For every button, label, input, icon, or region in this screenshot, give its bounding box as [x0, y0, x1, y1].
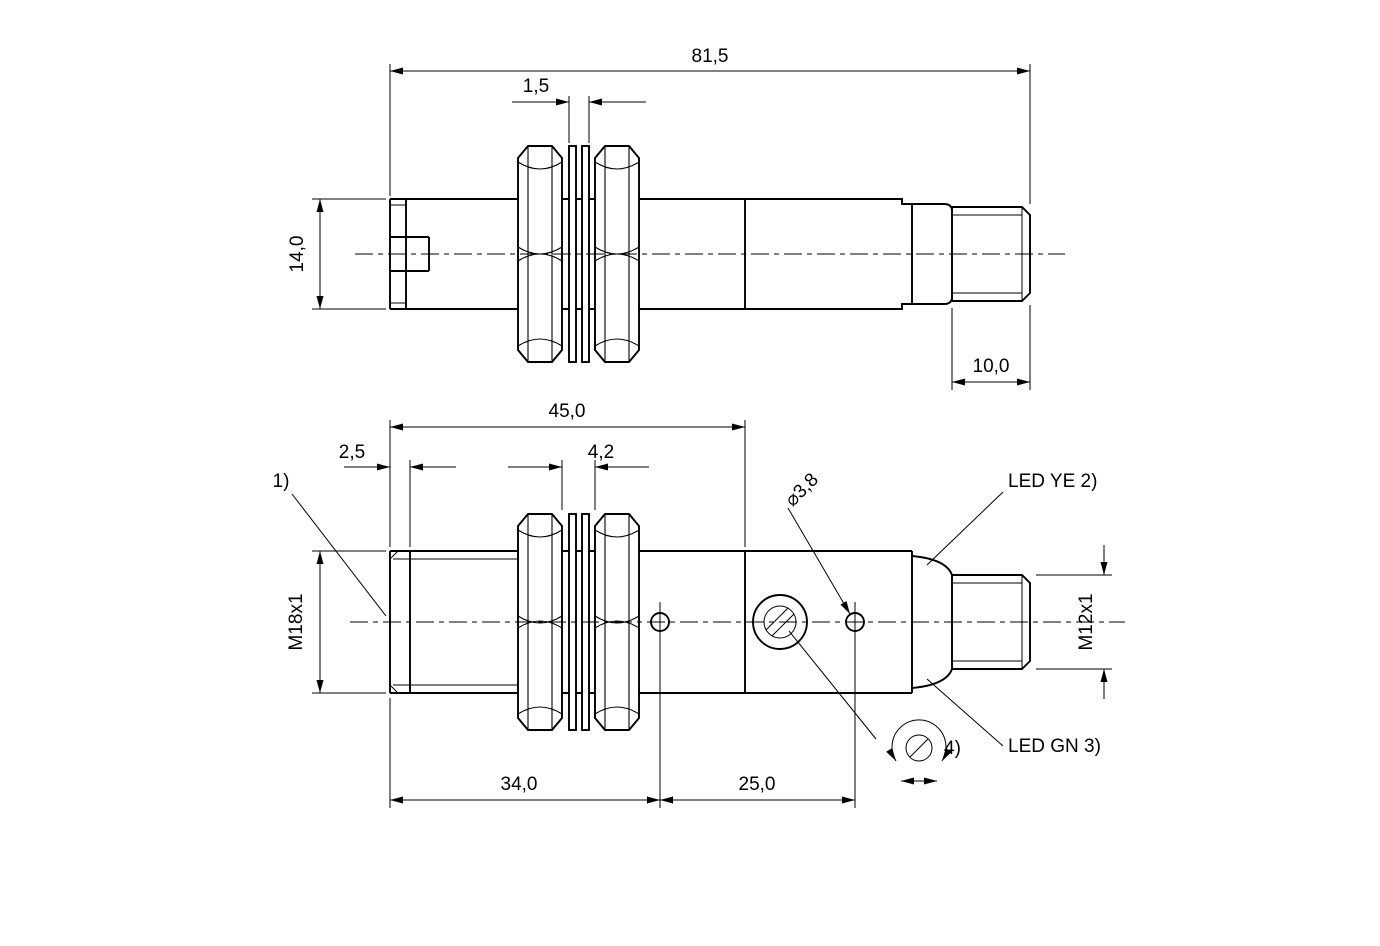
dim-head-height-label: 14,0	[287, 236, 308, 273]
dim-thread-spec: M18x1	[286, 550, 386, 694]
dim-front-offset: 2,5	[339, 442, 456, 547]
led-window	[911, 555, 953, 689]
dim-head-height: 14,0	[287, 198, 386, 310]
led-green-callout: LED GN 3)	[926, 678, 1101, 757]
dim-overall-length-label: 81,5	[692, 46, 729, 67]
dim-groove-width-label: 4,2	[588, 442, 614, 463]
rotation-adjust-icon: 4)	[788, 630, 961, 785]
note-1-label: 1)	[273, 471, 290, 492]
dim-hole-positions: 34,0 25,0	[389, 602, 856, 808]
dim-hole-diameter-label: ⌀3,8	[781, 469, 823, 511]
led-green-label: LED GN 3)	[1008, 736, 1101, 757]
top-hex-nut-front	[517, 145, 563, 363]
top-view: 81,5 1,5 14,0 10,0	[287, 46, 1065, 390]
dim-connector-length-label: 10,0	[973, 356, 1010, 377]
screw-slot-icon	[765, 607, 795, 637]
dim-hole2-position-label: 25,0	[739, 774, 776, 795]
dim-spacer-width: 1,5	[512, 76, 646, 143]
note-1: 1)	[273, 471, 387, 617]
dim-thread-length: 45,0	[389, 401, 746, 547]
bottom-view: 45,0 2,5 4,2 M18x1 M12x1	[273, 401, 1125, 808]
dim-spacer-width-label: 1,5	[523, 76, 549, 97]
led-yellow-label: LED YE 2)	[1008, 471, 1097, 492]
thread-spec-label: M18x1	[286, 593, 307, 650]
led-yellow-callout: LED YE 2)	[926, 471, 1097, 566]
dim-thread-length-label: 45,0	[549, 401, 586, 422]
dim-groove-width: 4,2	[508, 442, 649, 510]
note-4-label: 4)	[944, 738, 961, 759]
dim-connector-length: 10,0	[951, 305, 1031, 390]
top-hex-nut-rear	[594, 145, 640, 363]
dim-hole-diameter: ⌀3,8	[781, 469, 851, 615]
dim-front-offset-label: 2,5	[339, 442, 365, 463]
thread-minor-lines	[393, 558, 518, 686]
dim-hole1-position-label: 34,0	[501, 774, 538, 795]
top-sensor-barrel	[389, 198, 746, 310]
dim-overall-length: 81,5	[389, 46, 1031, 204]
